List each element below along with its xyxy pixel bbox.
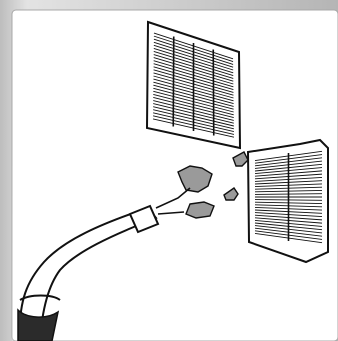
upper-filter-slat (153, 109, 234, 130)
right-filter-slat (254, 173, 323, 180)
upper-filter-slat (153, 54, 234, 79)
right-filter-slat (254, 150, 323, 162)
right-filter-slat (254, 219, 323, 227)
right-filter-slat (254, 217, 323, 224)
right-filter-slat (254, 222, 323, 231)
right-filter-slat (254, 160, 323, 169)
right-filter-slat (254, 212, 323, 218)
upper-filter-slat (153, 84, 234, 107)
right-filter-slat (254, 167, 323, 175)
upper-filter-slat (153, 41, 234, 68)
upper-filter-slat (153, 57, 234, 82)
upper-filter-slat (153, 103, 234, 124)
hose-ring (19, 294, 61, 301)
hose-nozzle-tip (128, 204, 160, 234)
upper-filter-slat (153, 63, 234, 88)
arrows (223, 151, 249, 201)
upper-filter-slat (153, 66, 234, 91)
upper-filter (145, 20, 242, 150)
upper-filter-slat (153, 44, 234, 71)
right-filter-slat (254, 186, 323, 190)
upper-filter-slat (153, 106, 234, 127)
upper-filter-slat (153, 75, 234, 99)
upper-filter-slat (153, 35, 234, 63)
right-filter-slat (254, 204, 323, 208)
upper-filter-slat (153, 51, 234, 77)
dust-puffs (177, 165, 215, 219)
air-lines (155, 187, 191, 215)
upper-filter-grill (152, 32, 235, 138)
right-filter-slat (254, 157, 323, 167)
right-filter-slat (254, 201, 323, 204)
right-filter-slat (254, 190, 323, 193)
right-filter-slat (254, 214, 323, 221)
air-line-2 (157, 211, 185, 215)
dust-upper (177, 165, 213, 193)
upper-filter-slat (152, 115, 235, 135)
right-filter-slat (254, 230, 323, 240)
right-filter-slat (254, 193, 323, 195)
upper-filter-slat (153, 60, 234, 85)
right-filter-grill (254, 150, 323, 244)
right-filter-slat (254, 163, 323, 172)
air-line-1 (155, 187, 191, 209)
upper-filter-slat (153, 87, 234, 110)
right-filter-slat (254, 180, 323, 185)
upper-filter-slat (153, 38, 234, 65)
upper-filter-slat (152, 118, 235, 138)
upper-filter-slat (153, 97, 234, 119)
right-filter-slat (254, 227, 323, 237)
right-filter-slat (254, 154, 323, 164)
arrow-lower (223, 187, 239, 201)
right-filter-slat (254, 225, 323, 234)
right-filter-slat (254, 209, 323, 214)
upper-filter-slat (153, 93, 234, 116)
vacuum-hose (17, 204, 160, 341)
upper-filter-slat (153, 32, 234, 60)
right-filter-slat (254, 206, 323, 211)
right-filter-slat (254, 199, 323, 201)
upper-filter-slat (153, 78, 234, 102)
right-filter-slat (254, 170, 323, 177)
upper-filter-slat (153, 81, 234, 105)
upper-filter-slat (153, 90, 234, 113)
right-filter-slat (254, 232, 323, 244)
right-filter (246, 138, 329, 264)
hose-grip (17, 308, 60, 341)
upper-filter-slat (153, 100, 234, 121)
right-filter-slat (254, 176, 323, 182)
arrow-upper (232, 151, 249, 167)
upper-filter-slat (153, 47, 234, 74)
dust-lower (185, 201, 215, 219)
upper-filter-slat (153, 69, 234, 93)
right-filter-slat (254, 183, 323, 188)
upper-filter-slat (153, 72, 234, 96)
upper-filter-slat (152, 112, 235, 133)
